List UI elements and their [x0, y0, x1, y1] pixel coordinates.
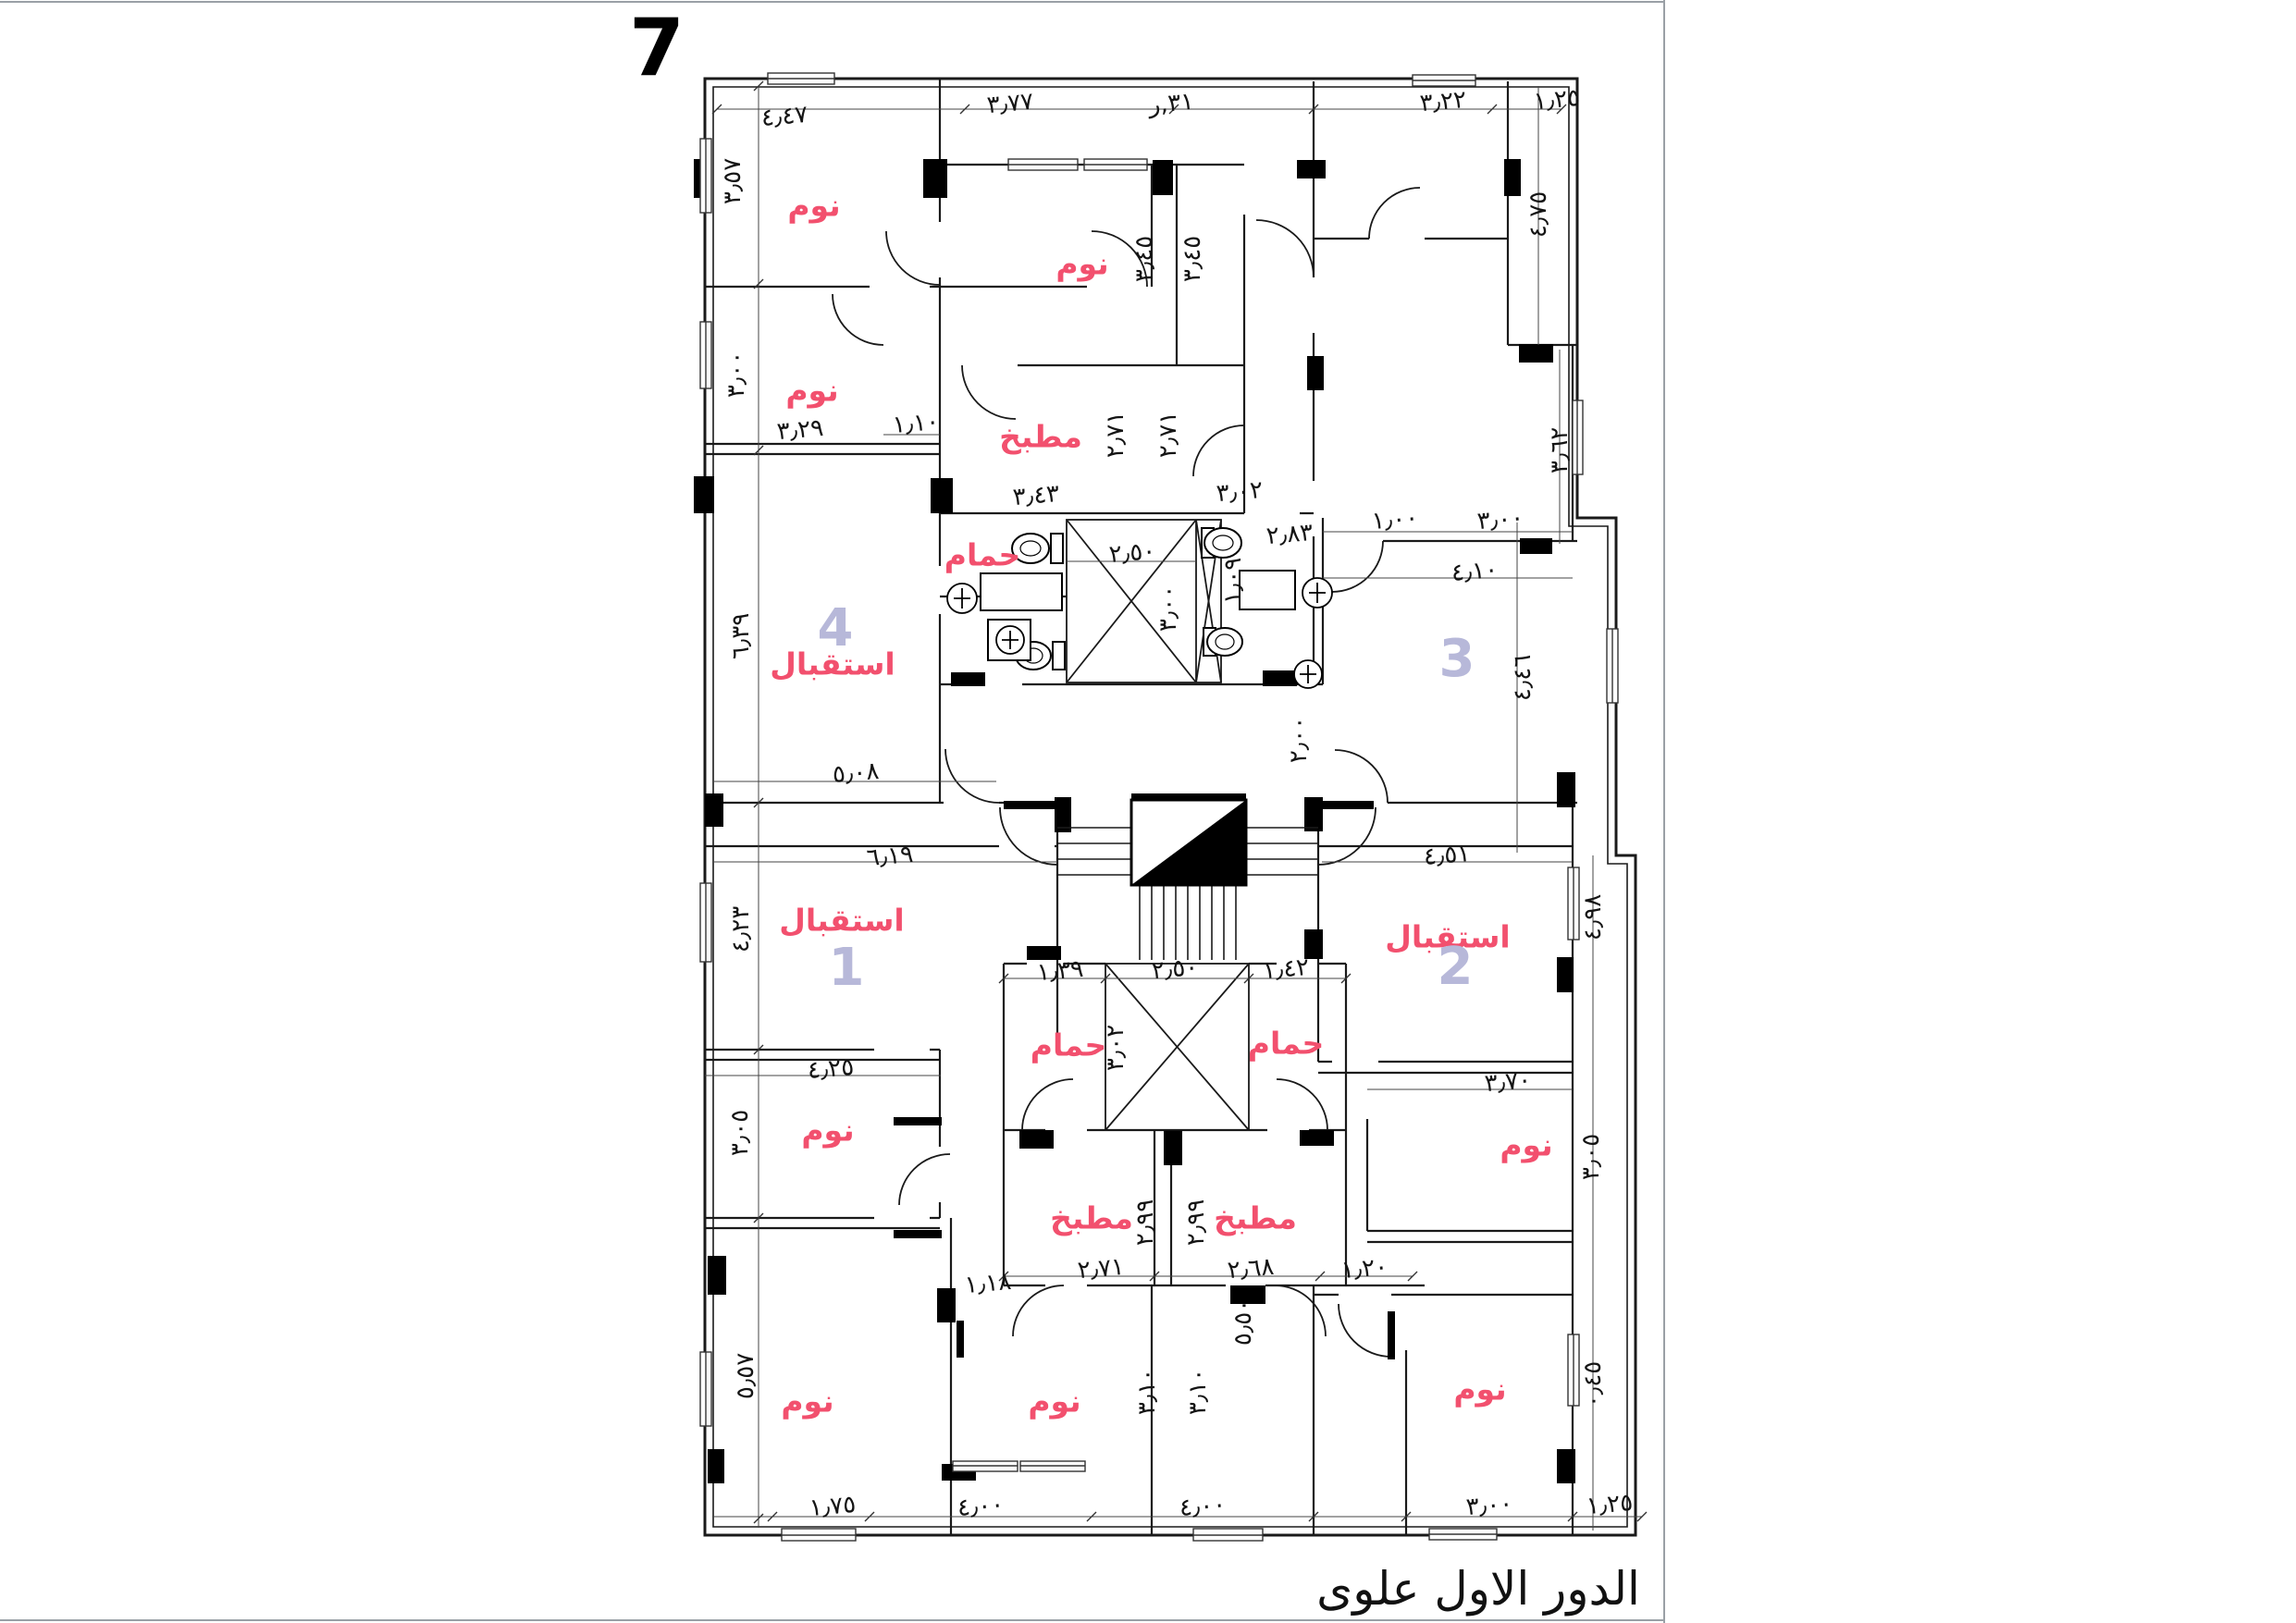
counter: [1239, 570, 1296, 610]
sheet-number: 7: [629, 2, 685, 94]
toilet-icon: [1203, 627, 1243, 657]
stair-direction-symbol: [1129, 798, 1248, 887]
dimension-lines: [705, 80, 1648, 1531]
stair-top-band: [1131, 793, 1246, 800]
windows: [699, 72, 1619, 1542]
sink-icon: [946, 577, 1333, 689]
dimension-ticks: [711, 80, 1648, 1524]
toilet-icon: [1011, 533, 1064, 564]
outer-walls: [703, 77, 1637, 1537]
floor-title: الدور الاول علوى: [1316, 1562, 1640, 1616]
structural-columns: [694, 159, 1575, 1483]
staircase: [1057, 793, 1318, 960]
toilet-icon: [1201, 527, 1242, 559]
bath-fixtures: [946, 527, 1333, 689]
counter: [980, 572, 1063, 611]
sheet-frame: [0, 0, 1665, 1623]
doors: [832, 187, 1421, 1359]
door-leaves: [894, 801, 1395, 1359]
